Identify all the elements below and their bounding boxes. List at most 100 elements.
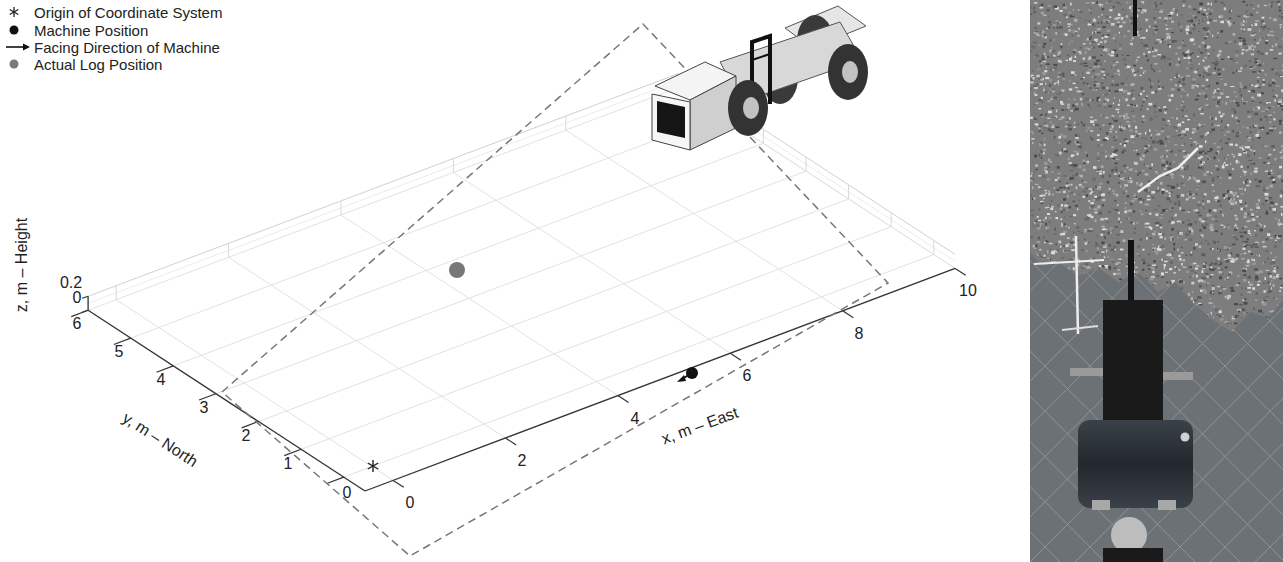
cloud-point [1183, 150, 1186, 152]
cloud-point [1224, 226, 1226, 228]
cloud-point [1137, 286, 1140, 287]
cloud-point [1041, 84, 1045, 86]
cloud-point [1096, 1, 1098, 4]
cloud-point [1238, 283, 1240, 285]
cloud-point [1257, 281, 1260, 282]
cloud-point [1171, 88, 1175, 91]
cloud-point [1069, 297, 1072, 299]
cloud-point [1063, 148, 1067, 150]
cloud-point [1126, 78, 1127, 79]
cloud-point [1148, 103, 1152, 106]
cloud-point [1218, 57, 1219, 60]
cloud-point [1252, 100, 1255, 102]
cloud-point [1103, 139, 1107, 141]
cloud-point [1114, 34, 1116, 35]
cloud-point [1075, 134, 1077, 137]
cloud-point [1204, 49, 1206, 52]
cloud-point [1265, 300, 1266, 303]
cloud-point [1184, 91, 1186, 92]
cloud-point [1057, 265, 1060, 266]
cloud-point [1234, 229, 1237, 231]
cloud-point [1130, 222, 1133, 223]
cloud-point [1046, 316, 1049, 319]
cloud-point [1277, 305, 1280, 307]
cloud-point [1068, 290, 1071, 292]
cloud-point [1164, 112, 1166, 114]
cloud-point [1156, 225, 1159, 226]
cloud-point [1061, 257, 1064, 259]
cloud-point [1171, 186, 1175, 189]
cloud-point [1182, 109, 1184, 111]
cloud-point [1185, 128, 1189, 131]
cloud-point [1224, 7, 1226, 10]
cloud-point [1118, 104, 1120, 106]
cloud-point [1060, 282, 1064, 284]
cloud-point [1164, 267, 1165, 269]
cloud-point [1050, 24, 1052, 26]
cloud-point [1218, 257, 1221, 260]
cloud-point [1169, 200, 1172, 203]
cloud-point [1109, 90, 1111, 92]
cloud-point [1245, 188, 1246, 191]
cloud-point [1249, 160, 1253, 161]
cloud-point [1220, 93, 1224, 95]
cloud-point [1098, 66, 1100, 67]
cloud-point [1190, 67, 1192, 70]
cloud-point [1035, 321, 1036, 323]
cloud-point [1157, 133, 1160, 134]
cloud-point [1038, 22, 1039, 24]
cloud-point [1083, 77, 1085, 78]
cloud-point [1232, 154, 1234, 155]
cloud-point [1232, 244, 1236, 246]
cloud-point [1126, 266, 1129, 267]
cloud-point [1075, 103, 1078, 105]
cloud-point [1190, 308, 1191, 309]
cloud-point [1222, 148, 1223, 150]
cloud-point [1174, 248, 1176, 251]
cloud-point [1279, 290, 1281, 292]
cloud-point [1240, 204, 1242, 205]
cloud-point [1257, 80, 1259, 83]
cloud-point [1242, 268, 1244, 270]
cloud-point [1068, 243, 1069, 244]
cloud-point [1256, 211, 1258, 212]
cloud-point [1051, 98, 1053, 100]
cloud-point [1205, 240, 1207, 242]
cloud-point [1034, 171, 1035, 174]
cloud-point [1184, 135, 1186, 136]
cloud-point [1251, 97, 1254, 98]
cloud-point [1123, 91, 1125, 93]
cloud-point [1030, 294, 1031, 296]
cloud-point [1130, 238, 1133, 240]
cloud-point [1244, 253, 1246, 255]
cloud-point [1085, 65, 1087, 66]
grid-line [216, 171, 806, 394]
cloud-point [1279, 123, 1282, 125]
cloud-point [1119, 89, 1123, 91]
cloud-point [1066, 185, 1069, 188]
cloud-point [1254, 171, 1258, 173]
cloud-point [1178, 58, 1180, 61]
cloud-point [1192, 176, 1193, 178]
cloud-point [1030, 194, 1032, 196]
cloud-point [1215, 117, 1217, 120]
cloud-point [1279, 219, 1280, 221]
cloud-point [1052, 69, 1054, 71]
cloud-point [1223, 113, 1225, 114]
cloud-point [1106, 51, 1109, 52]
cloud-point [1065, 121, 1069, 123]
cloud-point [1184, 156, 1187, 157]
cloud-point [1129, 129, 1132, 131]
cloud-point [1081, 103, 1082, 106]
cloud-point [1190, 59, 1192, 61]
cloud-point [1113, 103, 1114, 105]
cloud-point [1073, 313, 1074, 314]
cloud-point [1069, 98, 1070, 100]
cloud-point [1253, 307, 1254, 310]
cloud-point [1233, 61, 1236, 62]
tick-mark [506, 438, 517, 445]
cloud-point [1130, 135, 1134, 138]
cloud-point [1273, 284, 1275, 287]
cloud-point [1131, 5, 1133, 6]
